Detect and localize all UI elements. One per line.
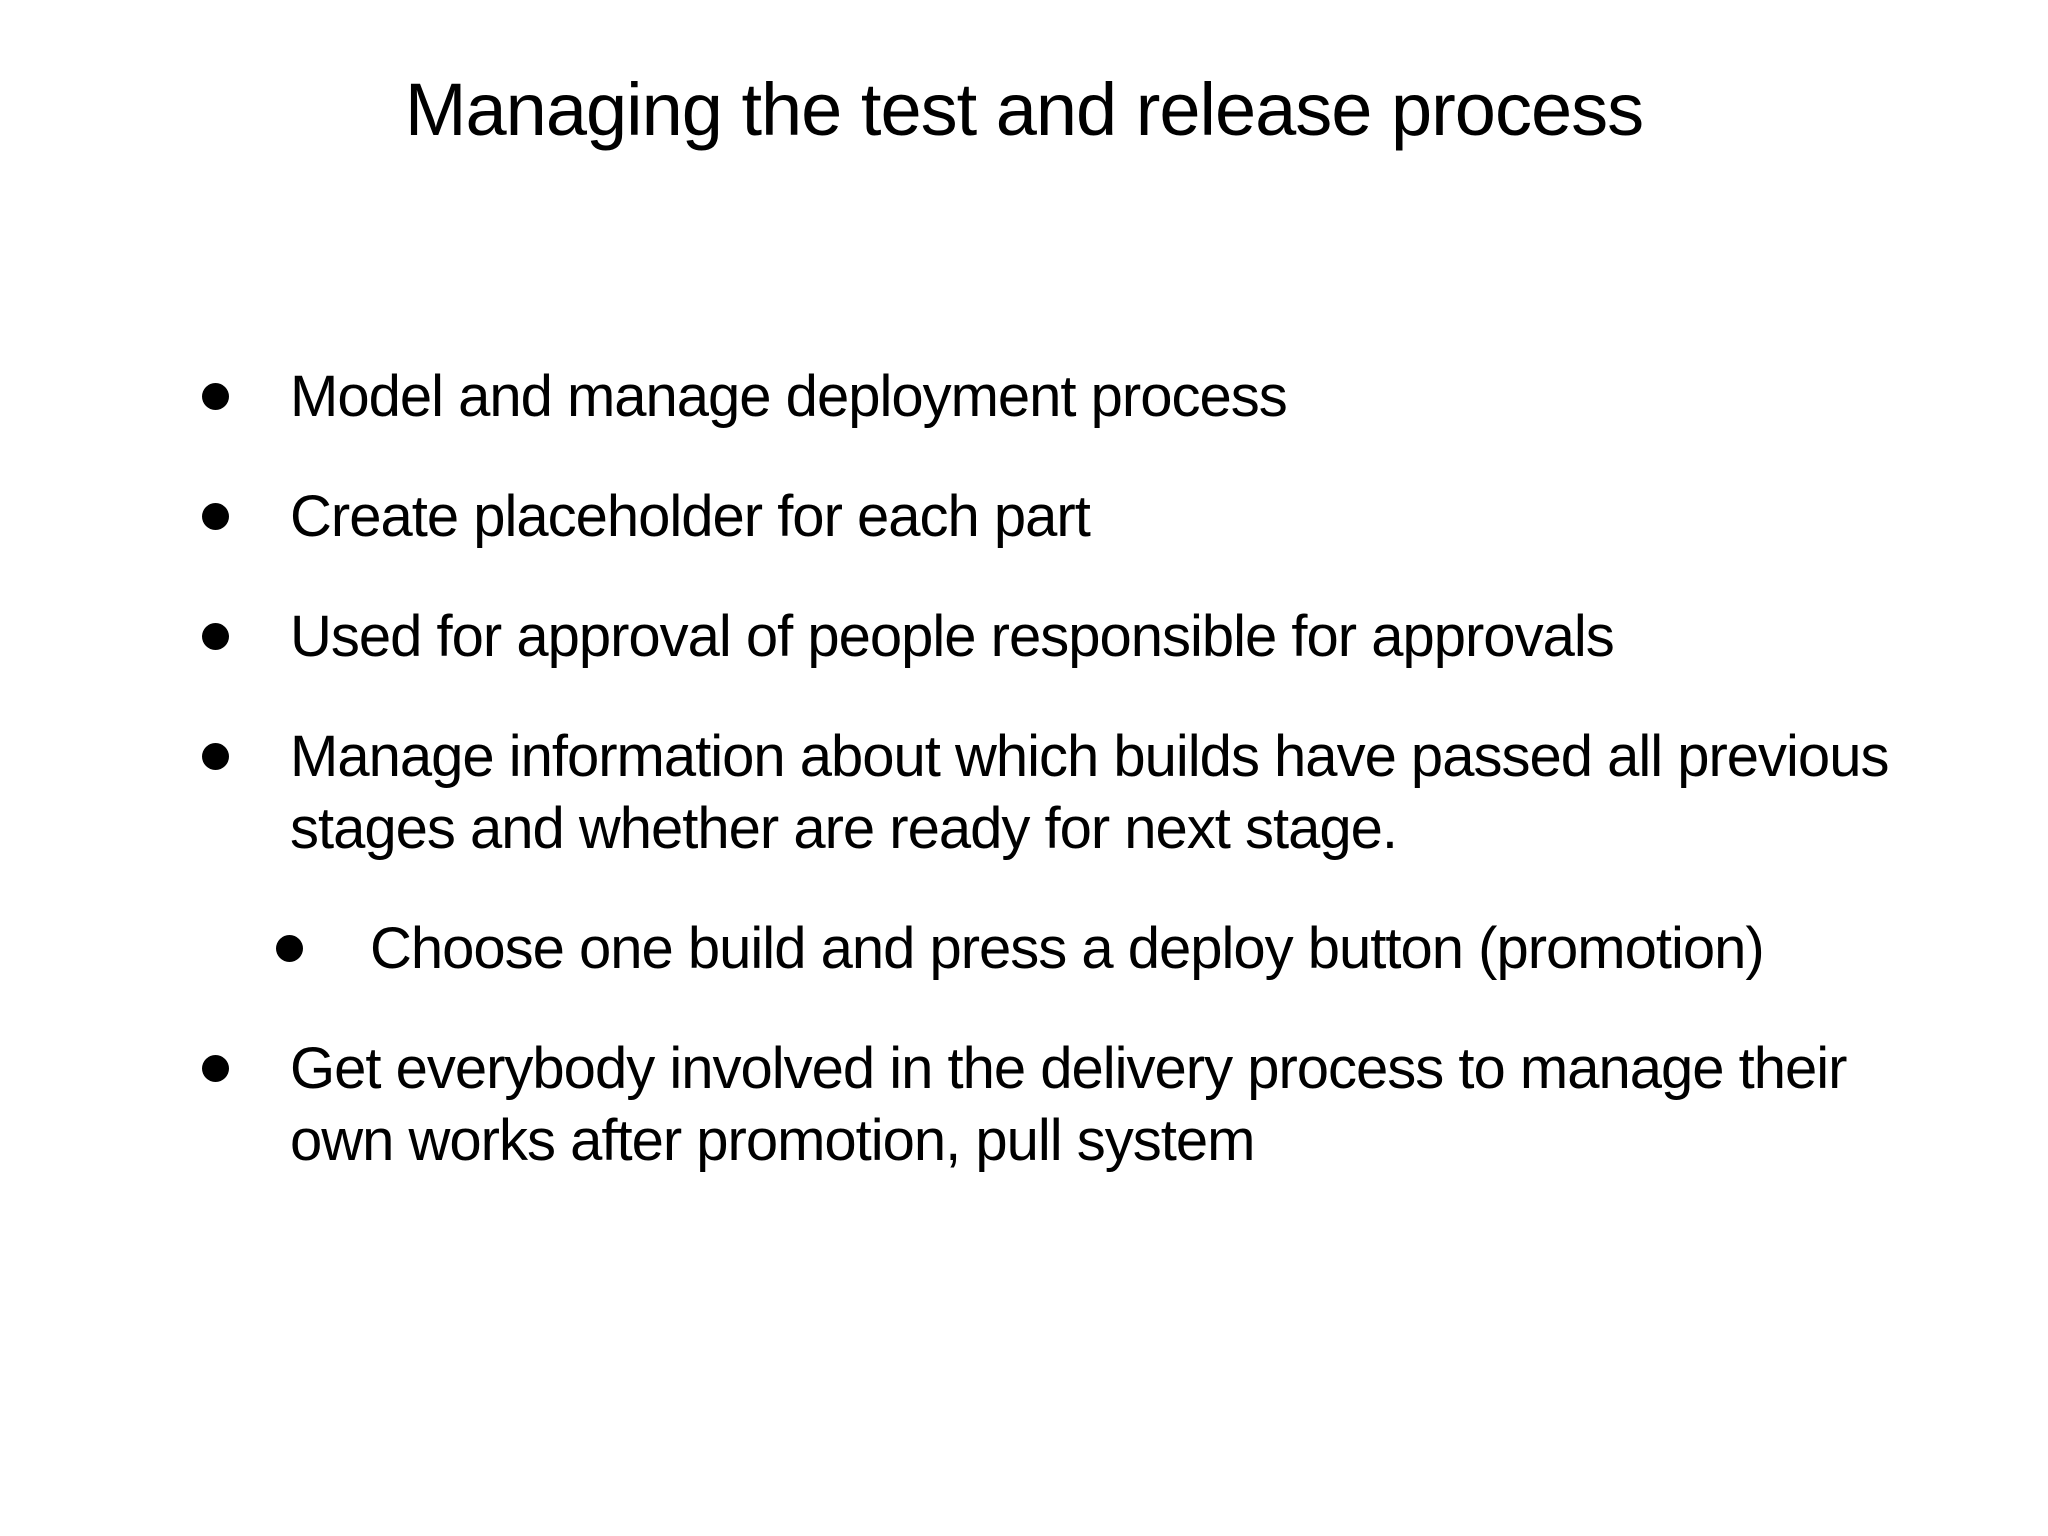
bullet-item: Manage information about which builds ha… bbox=[200, 721, 1940, 865]
bullet-text: Choose one build and press a deploy butt… bbox=[370, 916, 1765, 981]
bullet-item: Create placeholder for each part bbox=[200, 481, 1940, 553]
sub-bullet-item: Choose one build and press a deploy butt… bbox=[200, 913, 1940, 985]
bullet-icon bbox=[202, 743, 229, 770]
bullet-text: Manage information about which builds ha… bbox=[290, 724, 1889, 861]
slide-title: Managing the test and release process bbox=[404, 68, 1644, 151]
bullet-text: Used for approval of people responsible … bbox=[290, 604, 1615, 669]
bullet-list: Model and manage deployment process Crea… bbox=[200, 361, 1940, 1177]
bullet-item: Get everybody involved in the delivery p… bbox=[200, 1033, 1940, 1177]
bullet-item: Model and manage deployment process bbox=[200, 361, 1940, 433]
bullet-text: Model and manage deployment process bbox=[290, 364, 1288, 429]
bullet-text: Create placeholder for each part bbox=[290, 484, 1091, 549]
bullet-icon bbox=[276, 935, 303, 962]
bullet-icon bbox=[202, 383, 229, 410]
bullet-icon bbox=[202, 1055, 229, 1082]
bullet-item: Used for approval of people responsible … bbox=[200, 601, 1940, 673]
bullet-icon bbox=[202, 503, 229, 530]
bullet-icon bbox=[202, 623, 229, 650]
bullet-text: Get everybody involved in the delivery p… bbox=[290, 1036, 1847, 1173]
